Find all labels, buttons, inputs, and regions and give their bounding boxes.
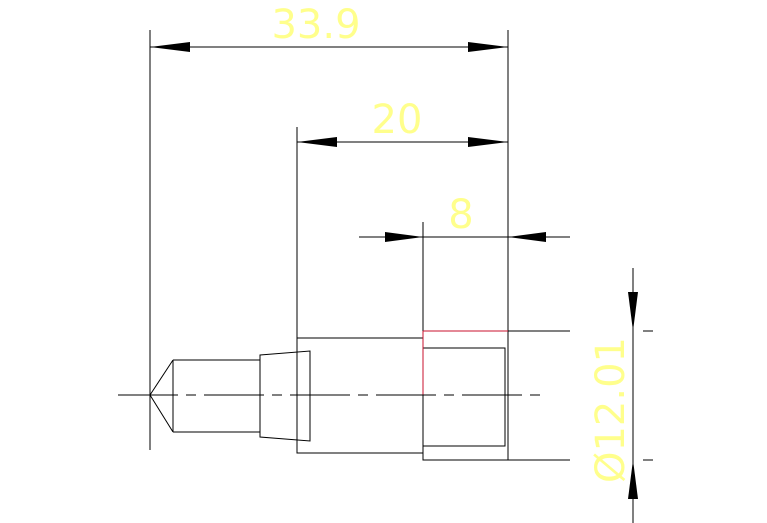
arrowhead-left	[385, 232, 423, 242]
dimension-text-overall-length: 33.9	[271, 2, 360, 48]
arrowhead-right	[468, 137, 508, 147]
tapered-collar	[259, 350, 311, 442]
arrowhead-right	[508, 232, 546, 242]
arrowhead-right	[468, 42, 508, 52]
arrowhead-top	[628, 292, 638, 331]
arrowhead-left	[297, 137, 337, 147]
arrowhead-bottom	[628, 460, 638, 499]
dimension-text-right-length: 8	[448, 192, 473, 238]
head-inner-face	[422, 347, 506, 447]
arrowhead-left	[150, 42, 190, 52]
dimension-text-diameter: Ø12.01	[588, 337, 634, 483]
dimension-text-middle-length: 20	[372, 97, 423, 143]
